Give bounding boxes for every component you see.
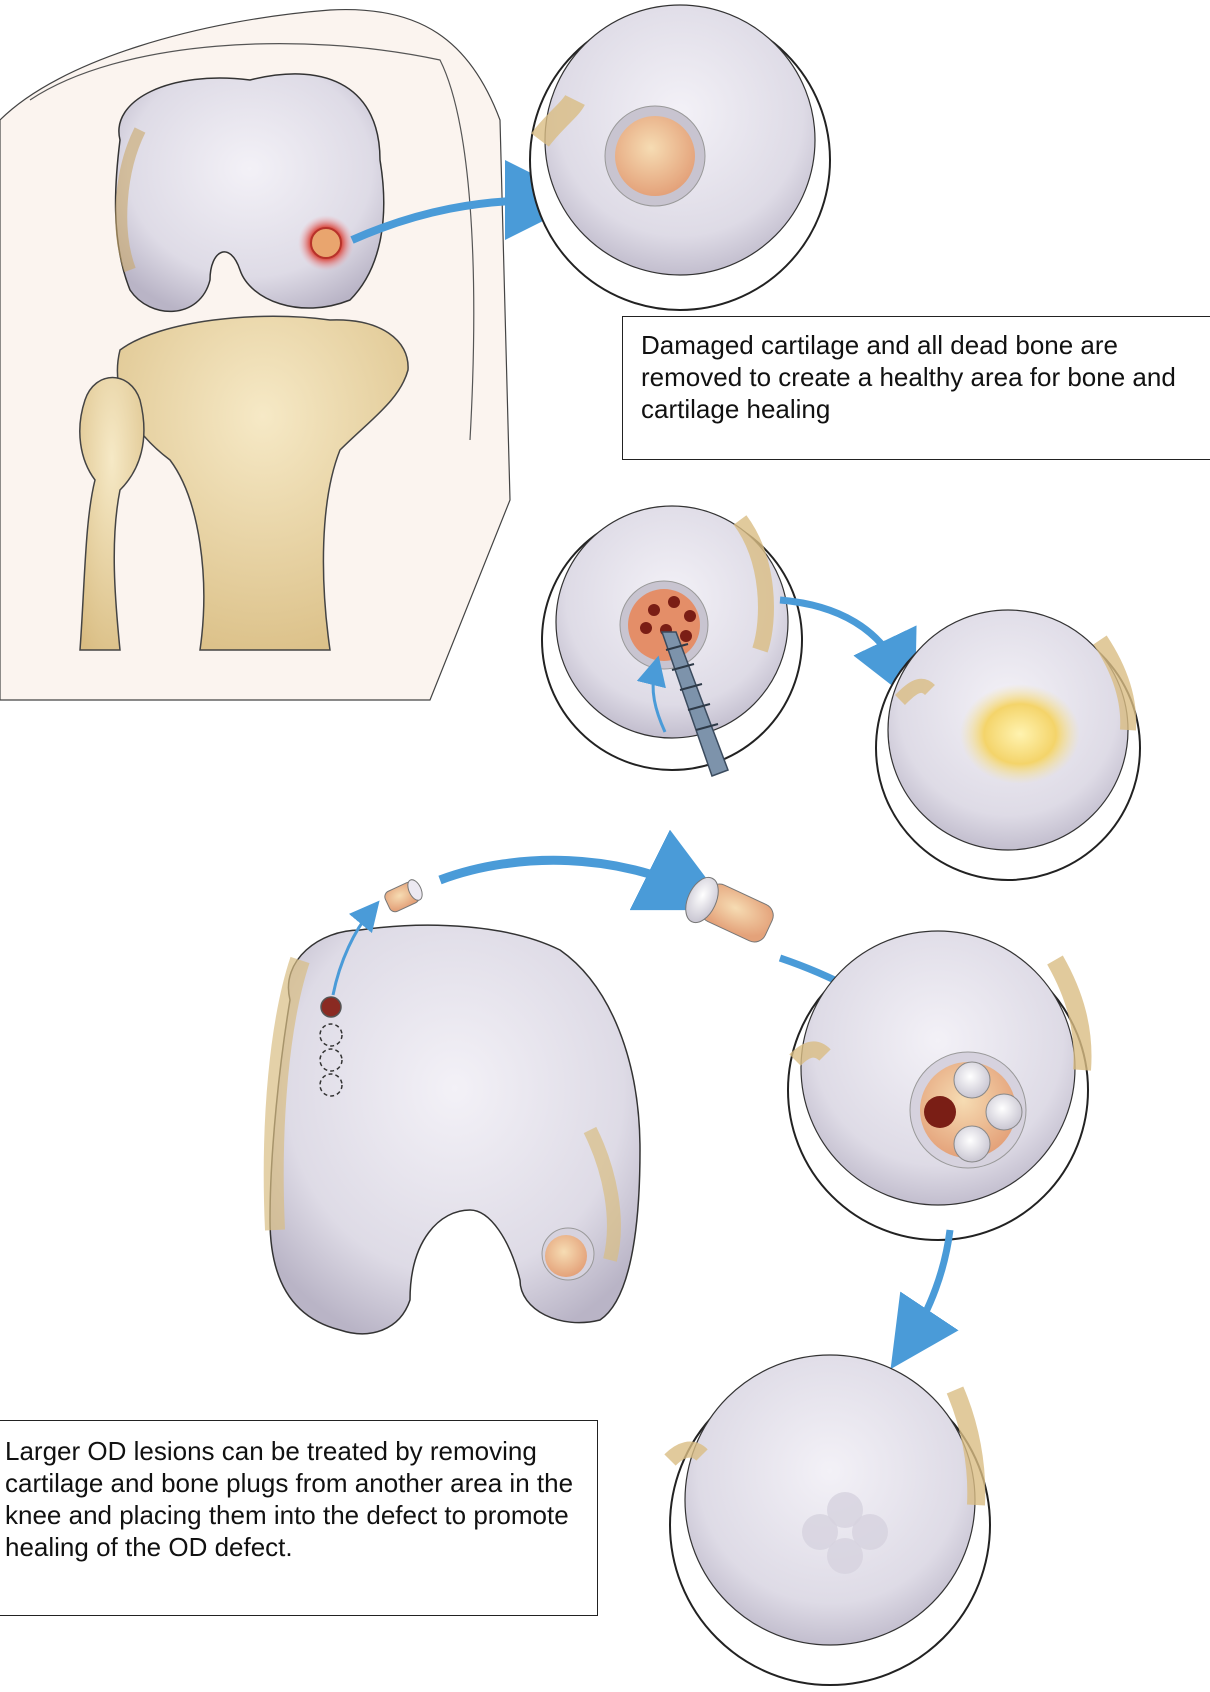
magnified-view-debrided xyxy=(530,5,830,310)
drill-hole xyxy=(668,596,680,608)
femur-condyle xyxy=(116,74,384,311)
arrow-4 xyxy=(440,860,690,890)
knee-front-view xyxy=(0,10,510,700)
fibrocartilage-graft xyxy=(960,684,1080,784)
knee-condyle-donor xyxy=(270,925,640,1334)
magnified-view-healing xyxy=(876,610,1140,880)
callout-debridement-text: Damaged cartilage and all dead bone are … xyxy=(641,329,1193,425)
callout-osteochondral-plugs-text: Larger OD lesions can be treated by remo… xyxy=(5,1435,579,1563)
osteochondral-plug-small xyxy=(383,877,425,913)
drill-hole xyxy=(680,630,692,642)
drill-hole xyxy=(648,604,660,616)
arrow-6 xyxy=(910,1230,950,1340)
drill-hole xyxy=(684,610,696,622)
callout-debridement: Damaged cartilage and all dead bone are … xyxy=(622,316,1210,460)
placed-plug xyxy=(986,1094,1022,1130)
placed-plug xyxy=(954,1062,990,1098)
donor-site xyxy=(321,997,341,1017)
magnified-view-healed xyxy=(670,1355,990,1685)
exposed-bone xyxy=(615,116,695,196)
callout-osteochondral-plugs: Larger OD lesions can be treated by remo… xyxy=(0,1420,598,1616)
drill-hole xyxy=(640,622,652,634)
placed-plug xyxy=(954,1126,990,1162)
osteochondral-plug-large xyxy=(679,872,777,946)
empty-plug-socket xyxy=(924,1096,956,1128)
magnified-view-drilling xyxy=(542,506,802,776)
integrated-plug xyxy=(827,1538,863,1574)
